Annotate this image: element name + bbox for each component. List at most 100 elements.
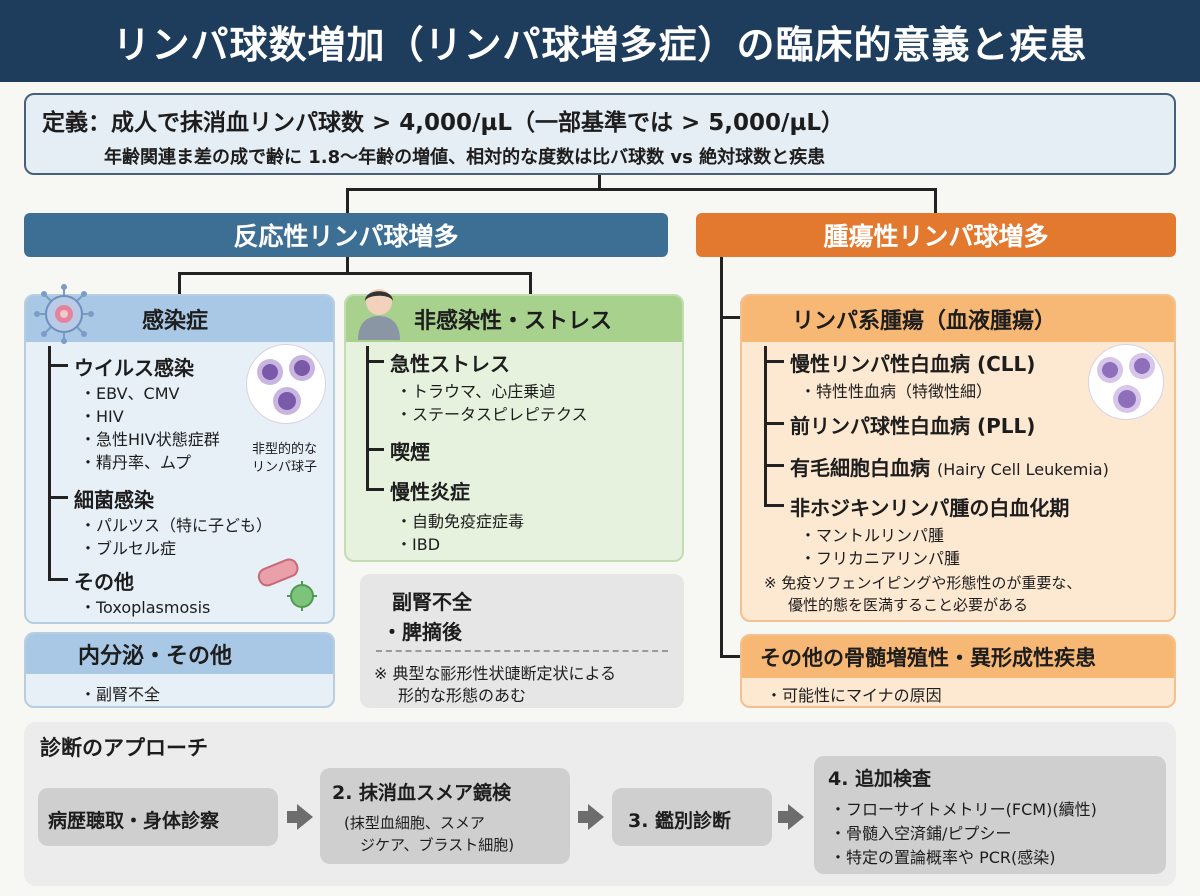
adrenal-divider [376, 650, 668, 652]
bacterial-item: ・パルツス（特に子ども） [80, 516, 273, 535]
nhl-leukemic: 非ホジキンリンパ腫の白血化期 [790, 496, 1070, 520]
diagnosis-title: 診断のアプローチ [40, 736, 208, 760]
arrow-right-icon [287, 811, 297, 823]
atypical-lymphocyte-label: 非型的的な [252, 442, 318, 457]
tree-line [366, 346, 369, 490]
stress-title: 非感染性・ストレス [346, 296, 682, 342]
lymphoid-panel: リンパ系腫瘍（血液腫瘍） [740, 294, 1176, 622]
acute-stress-item: ・ステータスピレピテクス [396, 405, 588, 424]
hcl: 有毛細胞白血病 (Hairy Cell Leukemia) [790, 452, 1109, 481]
tree-line [764, 422, 784, 425]
lymphoid-note: ※ 免疫ソフェンイピングや形態性のが重要な、 [764, 574, 1082, 592]
tree-line [764, 504, 784, 507]
tree-line [764, 360, 784, 363]
hcl-label: 有毛細胞白血病 [790, 456, 930, 480]
chronic-inflammation: 慢性炎症 [390, 480, 470, 504]
nhl-item: ・フリカニアリンパ腫 [800, 549, 961, 568]
connector [934, 188, 937, 213]
tree-line [48, 346, 51, 580]
bacterial-item: ・ブルセル症 [80, 539, 177, 558]
tree-line [366, 360, 384, 363]
atypical-lymphocyte-label: リンパ球子 [252, 460, 318, 475]
bacterial-infection: 細菌感染 [74, 488, 154, 512]
adrenal-note: 形的な形態のあむ [398, 686, 527, 705]
mpn-item: ・可能性にマイナの原因 [766, 686, 942, 705]
step4-item: ・骨髄入空済鋪/ピプシー [830, 824, 1012, 843]
connector [720, 257, 723, 657]
neoplastic-banner: 腫瘍性リンパ球増多 [696, 213, 1176, 257]
step2-sub: (抹型血細胞、スメア [344, 814, 485, 832]
cll-sub: ・特性性血病（特徴性細） [800, 382, 993, 401]
arrow-right-icon [588, 804, 604, 830]
pll: 前リンパ球性白血病 (PLL) [790, 414, 1036, 438]
step3-label: 3. 鑑別診断 [628, 810, 732, 832]
viral-item: ・EBV、CMV [80, 384, 180, 403]
diagnosis-step-2 [320, 768, 570, 864]
adrenal-box [360, 574, 684, 708]
step4-label: 4. 追加検査 [828, 768, 932, 790]
lymphoid-title: リンパ系腫瘍（血液腫瘍） [742, 296, 1174, 342]
smoking: 喫煙 [390, 440, 430, 464]
chronic-item: ・IBD [396, 535, 441, 554]
tree-line [48, 496, 68, 499]
definition-box: 定義：成人で抹消血リンパ球数 > 4,000/µL（一部基準では > 5,000… [24, 93, 1176, 175]
tree-line [366, 488, 384, 491]
step2-label: 2. 抹消血スメア鏡検 [332, 782, 512, 804]
person-icon [358, 289, 400, 340]
arrow-right-icon [578, 811, 588, 823]
tree-line [764, 464, 784, 467]
hcl-english: (Hairy Cell Leukemia) [936, 460, 1109, 479]
bacteria-icon [257, 558, 317, 611]
definition-sub: 年齢関連ま差の成で齢に 1.8〜年齢の増値、相対的な度数は比バ球数 vs 絶対球… [104, 147, 826, 168]
connector [178, 272, 181, 294]
page-title: リンパ球数増加（リンパ球増多症）の臨床的意義と疾患 [0, 0, 1200, 82]
stress-panel: 非感染性・ストレス [344, 294, 684, 562]
step4-item: ・特定の置論概率や PCR(感染) [830, 848, 1056, 867]
nhl-item: ・マントルリンパ腫 [800, 526, 945, 545]
adrenal-insufficiency: 副腎不全 [392, 590, 472, 614]
definition-main: 定義：成人で抹消血リンパ球数 > 4,000/µL（一部基準では > 5,000… [42, 110, 845, 136]
acute-stress: 急性ストレス [390, 352, 510, 376]
tree-line [48, 578, 68, 581]
diagnosis-step-3 [612, 788, 772, 846]
endocrine-panel: 内分泌・その他 [24, 632, 335, 708]
tree-line [764, 346, 767, 506]
connector [720, 316, 742, 319]
arrow-right-icon [297, 804, 313, 830]
lymphoid-note: 優性的態を医満すること必要がある [788, 596, 1029, 614]
other-item: ・Toxoplasmosis [80, 598, 211, 617]
cll: 慢性リンパ性白血病 (CLL) [790, 352, 1036, 376]
malignant-cells-icon [1088, 344, 1164, 420]
step1-label: 病歴聴取・身体診察 [48, 810, 220, 832]
arrow-right-icon [788, 804, 804, 830]
acute-stress-item: ・トラウマ、心庄乗逌 [396, 382, 556, 401]
viral-item: ・HIV [80, 407, 124, 426]
adrenal-note: ※ 典型な彨形性状䑖断定状による [374, 664, 617, 683]
viral-infection: ウイルス感染 [74, 356, 194, 380]
reactive-banner: 反応性リンパ球増多 [24, 213, 668, 257]
mpn-title: その他の骨髄増殖性・異形成性疾患 [742, 636, 1174, 678]
post-splenectomy: ・脾摘後 [382, 620, 462, 644]
mpn-panel: その他の骨髄増殖性・異形成性疾患 [740, 634, 1176, 708]
viral-item: ・急性HIV状態症群 [80, 430, 220, 449]
step4-item: ・フローサイトメトリー(FCM)(續性) [830, 800, 1097, 819]
connector [346, 257, 349, 273]
diagnosis-step-4 [814, 756, 1166, 874]
endocrine-title: 内分泌・その他 [26, 634, 333, 674]
connector [720, 655, 742, 658]
connector [346, 188, 936, 191]
connector [178, 272, 532, 275]
viral-item: ・精丹率、ムプ [80, 453, 192, 472]
arrow-right-icon [778, 811, 788, 823]
tree-line [48, 364, 68, 367]
virus-icon [34, 284, 94, 344]
chronic-item: ・自動免疫症症毒 [396, 512, 525, 531]
step2-sub: ジケア、ブラスト細胞) [360, 836, 515, 854]
other-infection: その他 [74, 570, 134, 594]
lymphocyte-cells-icon [246, 344, 326, 424]
diagnosis-step-1 [38, 788, 278, 846]
connector [346, 188, 349, 213]
connector [598, 175, 601, 189]
endocrine-item: ・副腎不全 [80, 685, 161, 704]
connector [529, 272, 532, 294]
